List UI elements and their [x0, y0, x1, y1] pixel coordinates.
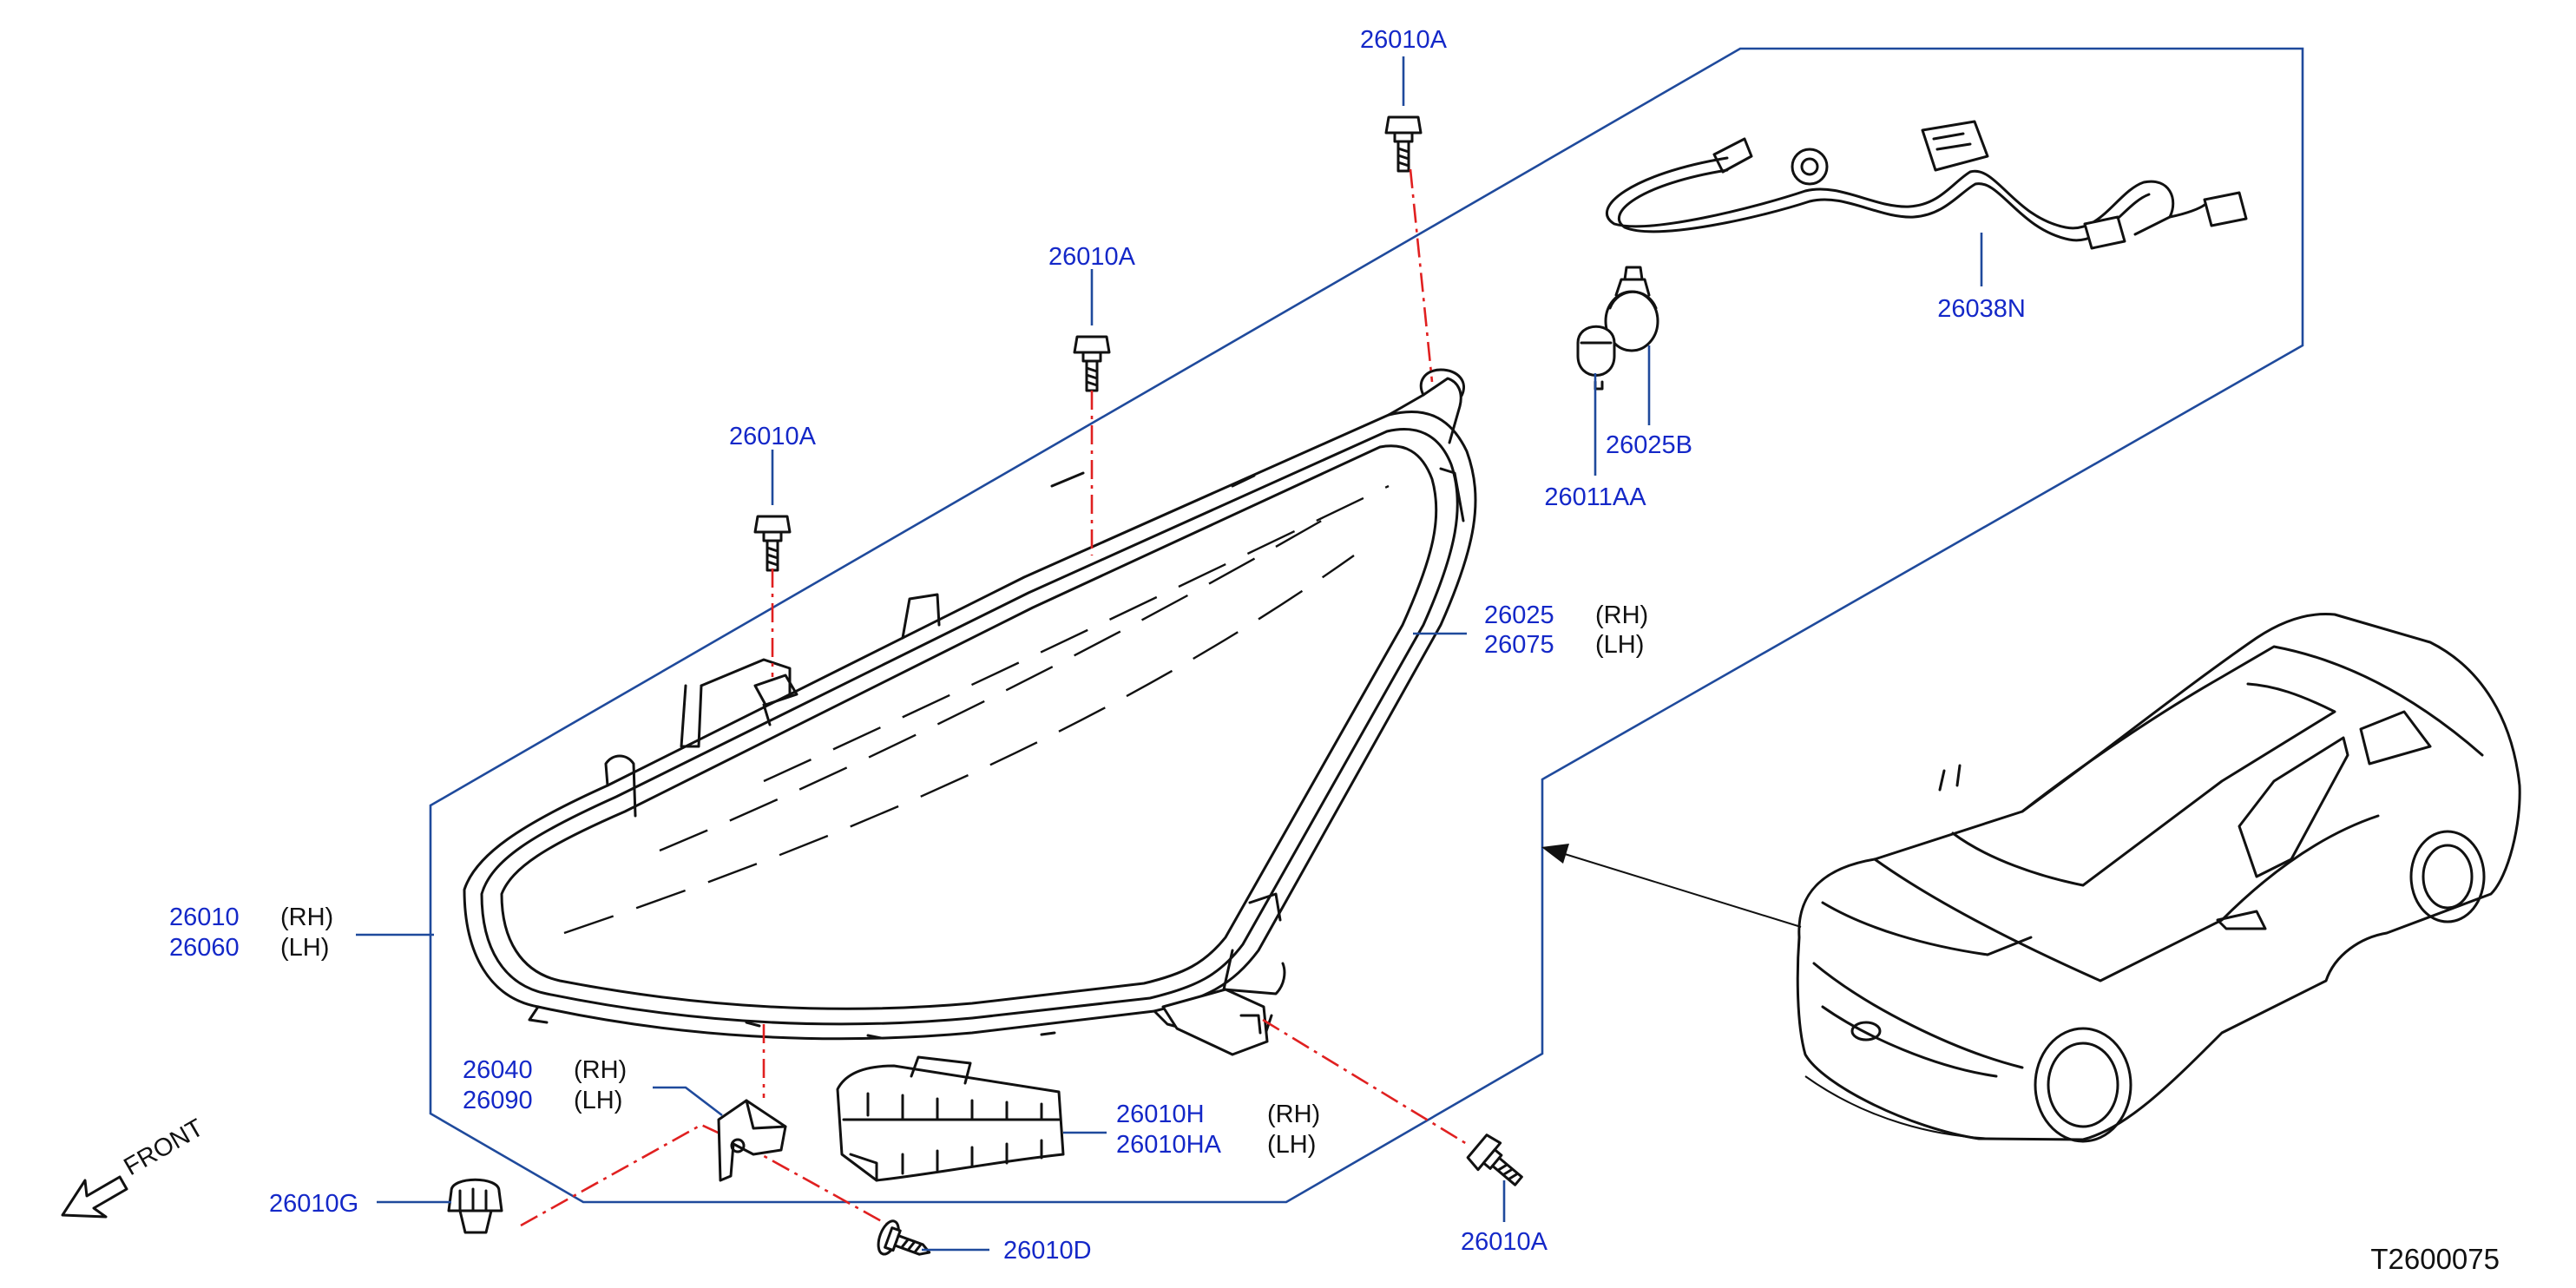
callout-clip: 26010G [269, 1190, 358, 1218]
callout-housing-lh-side: (LH) [1595, 631, 1644, 659]
callout-labels: 26010A 26010A 26010A 26010A 26038N 26025… [169, 26, 2026, 1265]
callout-bracket-rh-part: 26040 [463, 1056, 533, 1084]
leader-lines [356, 56, 1983, 1252]
callout-repair-kit-lh-part: 26010HA [1116, 1131, 1222, 1159]
vehicle-illustration [1796, 612, 2521, 1143]
assembly-boundary [429, 47, 2304, 1204]
repair-kit-icon [836, 1055, 1065, 1182]
screw-icon [877, 1219, 931, 1256]
installation-lines [520, 168, 1468, 1230]
callout-repair-kit-lh-side: (LH) [1267, 1131, 1316, 1159]
callout-bracket-rh-side: (RH) [574, 1056, 627, 1084]
callout-assembly-rh-part: 26010 [169, 904, 240, 931]
callout-screw: 26010D [1003, 1237, 1092, 1265]
callout-bolt-left: 26010A [729, 423, 817, 450]
callout-bolt-bottom: 26010A [1461, 1228, 1548, 1256]
callout-socket: 26025B [1606, 431, 1692, 459]
bolt-bottom-icon [1466, 1134, 1523, 1186]
callout-housing-rh-side: (RH) [1595, 601, 1648, 629]
callout-bolt-mid: 26010A [1048, 243, 1136, 271]
front-direction-indicator: FRONT [61, 1114, 209, 1219]
callout-housing-lh-part: 26075 [1484, 631, 1554, 659]
reference-code: T2600075 [2370, 1243, 2500, 1275]
callout-assembly-lh-side: (LH) [280, 934, 329, 962]
bolt-mid-icon [1073, 335, 1111, 392]
headlamp-assembly [463, 368, 1477, 1056]
callout-bracket-lh-part: 26090 [463, 1087, 533, 1114]
callout-bolt-top: 26010A [1360, 26, 1448, 54]
callout-bulb: 26011AA [1544, 483, 1646, 511]
callout-assembly-lh-part: 26060 [169, 934, 240, 962]
callout-housing-rh-part: 26025 [1484, 601, 1554, 629]
callout-harness: 26038N [1937, 295, 2026, 323]
front-label: FRONT [120, 1114, 209, 1181]
bolt-left-icon [753, 515, 792, 572]
callout-bracket-lh-side: (LH) [574, 1087, 622, 1114]
bulb-socket-icon [1604, 266, 1659, 352]
location-arrowhead [1541, 844, 1569, 864]
callout-repair-kit-rh-side: (RH) [1267, 1101, 1320, 1128]
bolt-top-icon [1384, 115, 1423, 173]
callout-repair-kit-rh-part: 26010H [1116, 1101, 1205, 1128]
callout-assembly-rh-side: (RH) [280, 904, 333, 931]
location-arrow [1553, 850, 1802, 928]
clip-icon [447, 1178, 503, 1234]
wiring-harness-icon [1605, 120, 2248, 250]
bracket-icon [717, 1099, 787, 1182]
